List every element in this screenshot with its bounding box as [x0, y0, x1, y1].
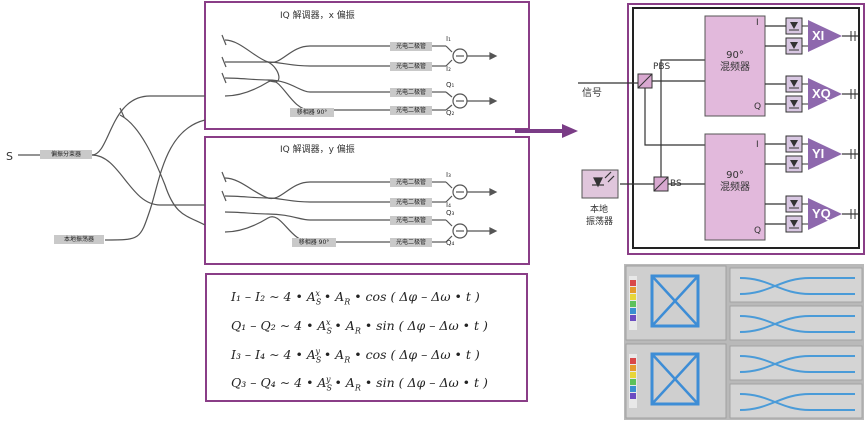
equations-panel: I₁ – I₂ ∼ 4 • ASx • AR • cos ( Δφ – Δω •…	[205, 273, 528, 402]
output-label: YQ	[812, 206, 831, 221]
x-pd-3: 光电二极管	[390, 88, 432, 97]
equation-4: Q₃ – Q₄ ∼ 4 • ASy • AR • sin ( Δφ – Δω •…	[231, 375, 488, 393]
y-panel-couplers	[221, 171, 390, 243]
mixer-x-label: 90° 混频器	[712, 50, 758, 74]
lo-label-1: 本地	[590, 205, 609, 215]
x-port-q2: Q₂	[446, 109, 455, 117]
equation-3: I₃ – I₄ ∼ 4 • ASy • AR • cos ( Δφ – Δω •…	[231, 347, 480, 365]
y-pd-3: 光电二极管	[390, 216, 432, 225]
y-port-q4: Q₄	[446, 239, 455, 247]
pbs-label: PBS	[653, 62, 671, 72]
mmi-square	[650, 274, 700, 328]
lo-icon	[581, 169, 619, 199]
x-port-i2: I₂	[446, 65, 451, 73]
x-pd-2: 光电二极管	[390, 62, 432, 71]
bs-label: BS	[670, 179, 682, 189]
mixer-x-port-q: Q	[754, 102, 762, 112]
equation-rhs: ∼ 4 • ASy • AR • sin ( Δφ – Δω • t )	[275, 375, 488, 393]
receiver-inner	[632, 7, 860, 249]
y-port-i4: I₄	[446, 201, 451, 209]
y-pd-2: 光电二极管	[390, 198, 432, 207]
waveguide-tile	[729, 305, 863, 341]
x-port-q1: Q₁	[446, 81, 455, 89]
waveguide-tile	[729, 345, 863, 381]
waveguide-tile	[729, 267, 863, 303]
mixer-y-line1: 90°	[726, 170, 744, 181]
x-phase-shifter: 移相器 90°	[290, 108, 334, 117]
x-panel-couplers	[221, 34, 390, 111]
mixer-x-line2: 混频器	[720, 62, 750, 73]
mixer-y	[704, 133, 766, 241]
pol-splitter-box: 偏振分束器	[40, 150, 92, 159]
equation-lhs: Q₁ – Q₂	[231, 318, 276, 334]
mixer-x	[704, 15, 766, 117]
mixer-y-label: 90° 混频器	[712, 170, 758, 194]
x-demodulator-panel	[204, 1, 530, 130]
equation-2: Q₁ – Q₂ ∼ 4 • ASx • AR • sin ( Δφ – Δω •…	[231, 318, 488, 336]
x-pd-4: 光电二极管	[390, 106, 432, 115]
hybrid-tile	[625, 343, 727, 419]
y-port-i3: I₃	[446, 171, 451, 179]
output-label: XQ	[812, 86, 831, 101]
output-label: YI	[812, 146, 825, 161]
y-phase-shifter: 移相器 90°	[292, 238, 336, 247]
y-port-q3: Q₃	[446, 209, 455, 217]
y-pd-1: 光电二极管	[390, 178, 432, 187]
y-panel-title: IQ 解调器，y 偏振	[280, 145, 355, 155]
receiver-frame	[627, 3, 865, 255]
transition-arrow-icon	[515, 124, 578, 138]
x-port-i1: I₁	[446, 35, 451, 43]
mixer-x-line1: 90°	[726, 50, 744, 61]
equation-lhs: Q₃ – Q₄	[231, 375, 276, 391]
x-pd-1: 光电二极管	[390, 42, 432, 51]
mmi-square	[650, 352, 700, 406]
lo-box: 本地振荡器	[54, 235, 104, 244]
equation-lhs: I₁ – I₂	[231, 289, 266, 305]
mixer-y-line2: 混频器	[720, 182, 750, 193]
equation-rhs: ∼ 4 • ASy • AR • cos ( Δφ – Δω • t )	[265, 347, 480, 365]
output-label: XI	[812, 28, 825, 43]
equation-1: I₁ – I₂ ∼ 4 • ASx • AR • cos ( Δφ – Δω •…	[231, 289, 480, 307]
y-pd-4: 光电二极管	[390, 238, 432, 247]
mixer-y-port-q: Q	[754, 226, 762, 236]
mixer-y-port-i: I	[756, 140, 759, 150]
rx-signal-label: 信号	[582, 88, 602, 99]
waveguide-tile	[729, 383, 863, 419]
lo-label-2: 振荡器	[586, 217, 614, 227]
equation-rhs: ∼ 4 • ASx • AR • cos ( Δφ – Δω • t )	[265, 289, 480, 307]
equation-lhs: I₃ – I₄	[231, 347, 266, 363]
equation-rhs: ∼ 4 • ASx • AR • sin ( Δφ – Δω • t )	[275, 318, 488, 336]
mixer-x-port-i: I	[756, 18, 759, 28]
signal-s-label: S	[6, 150, 13, 163]
x-panel-title: IQ 解调器，x 偏振	[280, 11, 355, 21]
y-demodulator-panel	[204, 136, 530, 265]
